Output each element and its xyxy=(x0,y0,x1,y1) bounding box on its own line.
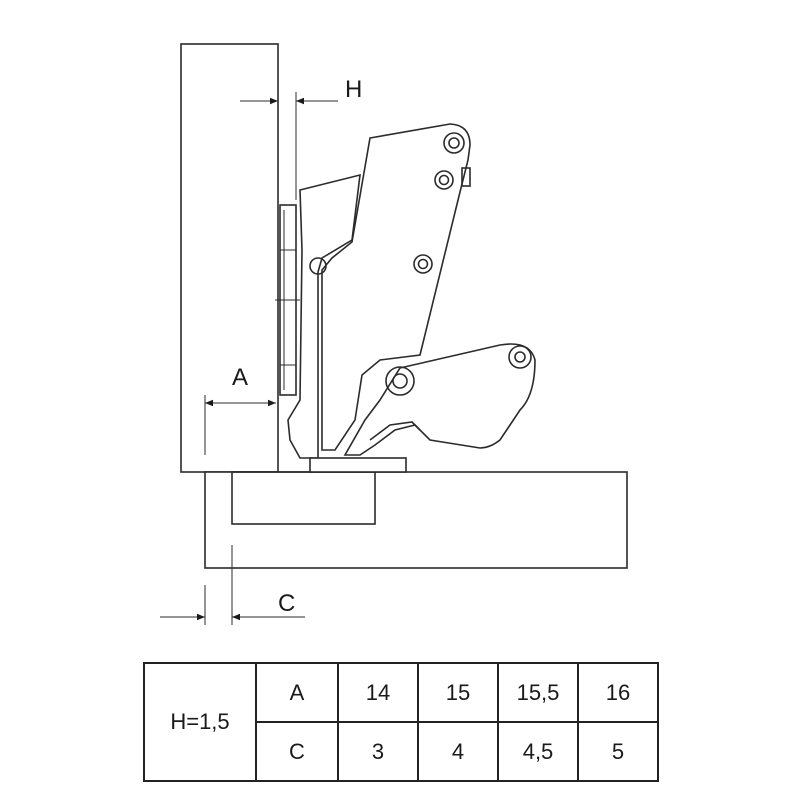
hinge-arm xyxy=(287,123,471,459)
table-cell: 5 xyxy=(577,721,659,782)
table-cell: 16 xyxy=(577,662,659,723)
table-cell: 3 xyxy=(337,721,419,782)
table-row: C 3 4 4,5 5 xyxy=(144,721,659,782)
cabinet-panel xyxy=(204,471,628,569)
table-cell: 4,5 xyxy=(497,721,579,782)
table-cell: 4 xyxy=(417,721,499,782)
dimension-h: H xyxy=(240,76,362,200)
hinge-link xyxy=(343,343,536,456)
dimension-a: A xyxy=(204,364,276,455)
mounting-plate xyxy=(275,204,300,396)
table-cell: 14 xyxy=(337,662,419,723)
base-plate xyxy=(309,457,407,473)
table-cell: 15,5 xyxy=(497,662,579,723)
dimension-c: C xyxy=(160,545,305,625)
dimension-h-label: H xyxy=(345,76,362,103)
dimension-c-label: C xyxy=(278,590,295,617)
h-value-cell: H=1,5 xyxy=(143,662,257,782)
dimension-a-label: A xyxy=(232,364,248,391)
table-row: H=1,5 A 14 15 15,5 16 xyxy=(143,662,659,782)
row-label-c: C xyxy=(255,721,339,782)
door-panel xyxy=(180,43,279,473)
hinge-cup-recess xyxy=(231,471,376,525)
row-label-a: A xyxy=(255,662,339,723)
table-cell: 15 xyxy=(417,662,499,723)
spec-table: H=1,5 A 14 15 15,5 16 C 3 4 4,5 5 xyxy=(143,662,659,782)
